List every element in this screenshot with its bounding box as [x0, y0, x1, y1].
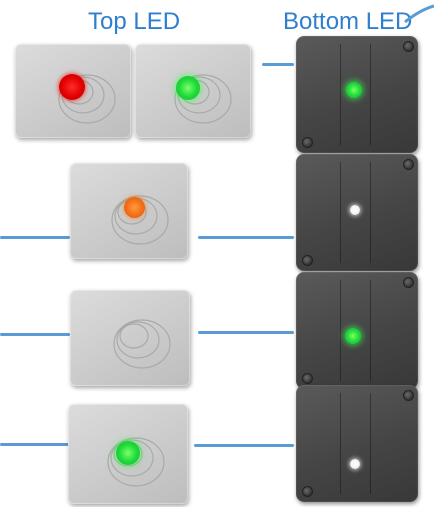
top-device-row-4: [68, 404, 188, 504]
screw: [403, 159, 414, 170]
screw: [302, 137, 313, 148]
led-green: [345, 328, 361, 344]
connector-row-4: [194, 444, 294, 447]
screw: [302, 486, 313, 497]
device-seam: [370, 280, 371, 381]
device-seam: [370, 44, 371, 145]
top-device-row-2: [70, 163, 188, 259]
ring-pattern: [113, 319, 171, 369]
bottom-device-row-3: [296, 272, 418, 389]
bottom-device-row-1: [296, 36, 418, 153]
led-red: [59, 74, 85, 100]
bottom-device-row-2: [296, 154, 418, 271]
bottom-led-header: Bottom LED: [283, 8, 413, 35]
led-green: [346, 82, 362, 98]
led-white: [350, 459, 360, 469]
top-led-header: Top LED: [88, 8, 181, 35]
led-white: [350, 205, 360, 215]
connector-left-row-2: [0, 236, 70, 239]
led-green: [176, 76, 200, 100]
device-seam: [340, 280, 341, 381]
screw: [302, 255, 313, 266]
bottom-device-row-4: [296, 385, 418, 502]
screw: [302, 373, 313, 384]
top-device-row-1-a: [15, 44, 131, 138]
device-seam: [340, 44, 341, 145]
device-seam: [370, 162, 371, 263]
screw: [403, 277, 414, 288]
top-device-row-3: [70, 290, 190, 386]
connector-left-row-4: [0, 443, 70, 446]
connector-row-3: [198, 331, 294, 334]
led-green: [116, 441, 140, 465]
device-seam: [340, 393, 341, 494]
device-seam: [340, 162, 341, 263]
connector-row-2: [198, 236, 294, 239]
screw: [403, 390, 414, 401]
led-orange: [124, 197, 145, 218]
ring-pattern: [107, 437, 165, 487]
connector-left-row-3: [0, 333, 70, 336]
connector-row-1: [262, 63, 294, 66]
screw: [403, 41, 414, 52]
device-seam: [370, 393, 371, 494]
top-device-row-1-b: [135, 44, 251, 138]
